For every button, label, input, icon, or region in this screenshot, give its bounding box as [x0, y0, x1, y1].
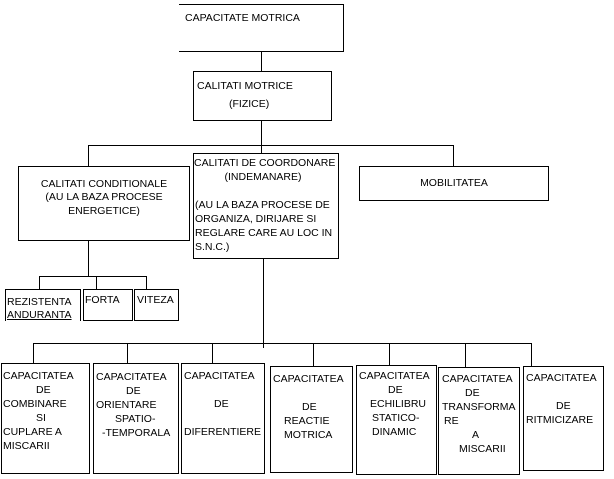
coordination-line1: CALITATI DE COORDONARE	[194, 157, 336, 169]
coordination-line5: REGLARE CARE AU LOC IN	[195, 227, 333, 239]
connector-to-child-7	[531, 343, 532, 366]
connector-root-level1	[261, 51, 262, 71]
echilibru-line4: STATICO-	[372, 412, 420, 424]
echilibru-line1: CAPACITATEA	[359, 370, 430, 382]
transformare-line2: DE	[465, 387, 480, 399]
orientare-line5: -TEMPORALA	[102, 427, 171, 439]
ritmicizare-line2: DE	[556, 400, 571, 412]
reactie-line4: MOTRICA	[284, 429, 333, 441]
capacitate-ritmicizare-box: CAPACITATEA DE RITMICIZARE	[523, 366, 604, 471]
orientare-line3: ORIENTARE	[96, 399, 157, 411]
connector-to-child-3	[212, 343, 213, 363]
reactie-line1: CAPACITATEA	[273, 373, 344, 385]
transformare-line1: CAPACITATEA	[442, 373, 513, 385]
capacitate-diferentiere-box: CAPACITATEA DE DIFERENTIERE	[181, 363, 265, 474]
reactie-line3: REACTIE	[284, 415, 330, 427]
orientare-line2: DE	[126, 385, 141, 397]
connector-to-child-1	[33, 343, 34, 363]
rezistenta-line2: ANDURANTA	[7, 309, 72, 321]
transformare-line3: TRANSFORMA	[442, 401, 516, 413]
coordination-line4: ORGANIZA, DIRIJARE SI	[195, 213, 317, 225]
connector-conditional-bar	[39, 276, 147, 277]
combinare-line2: DE	[36, 384, 51, 396]
root-box: CAPACITATE MOTRICA	[179, 4, 344, 52]
calitati-coordonare-box: CALITATI DE COORDONARE (INDEMANARE) (AU …	[193, 153, 339, 259]
connector-to-child-5	[389, 343, 390, 365]
connector-to-mobility	[453, 145, 454, 166]
connector-to-coordination	[261, 145, 262, 153]
calitati-conditionale-box: CALITATI CONDITIONALE (AU LA BAZA PROCES…	[18, 166, 190, 241]
ritmicizare-line1: CAPACITATEA	[526, 372, 597, 384]
capacitate-transformare-box: CAPACITATEA DE TRANSFORMA RE A MISCARII	[438, 367, 520, 475]
mobilitatea-box: MOBILITATEA	[359, 166, 549, 201]
coordination-line3: (AU LA BAZA PROCESE DE	[195, 199, 330, 211]
calitati-motrice-line1: CALITATI MOTRICE	[197, 80, 293, 92]
combinare-line1: CAPACITATEA	[3, 370, 74, 382]
transformare-line4: RE	[444, 415, 459, 427]
combinare-line6: MISCARII	[3, 440, 50, 452]
echilibru-line2: DE	[388, 384, 403, 396]
rezistenta-line1: REZISTENTA	[7, 296, 72, 308]
orientare-line4: SPATIO-	[115, 413, 156, 425]
coordination-line2: (INDEMANARE)	[224, 171, 302, 183]
connector-to-forta	[96, 276, 97, 289]
calitati-motrice-box: CALITATI MOTRICE (FIZICE)	[193, 71, 332, 121]
connector-level2-bar	[88, 145, 454, 146]
capacitate-combinare-box: CAPACITATEA DE COMBINARE SI CUPLARE A MI…	[1, 363, 90, 474]
connector-to-rezistenta	[39, 276, 40, 289]
transformare-line5: A	[472, 429, 480, 441]
viteza-box: VITEZA	[134, 289, 179, 321]
combinare-line4: SI	[36, 412, 46, 424]
transformare-line6: MISCARII	[459, 443, 506, 455]
capacitate-echilibru-box: CAPACITATEA DE ECHILIBRU STATICO- DINAMI…	[356, 365, 437, 475]
combinare-line5: CUPLARE A	[3, 426, 62, 438]
root-title: CAPACITATE MOTRICA	[185, 12, 300, 24]
connector-level1-down	[261, 120, 262, 145]
diferentiere-line3: DIFERENTIERE	[184, 426, 262, 438]
echilibru-line5: DINAMIC	[372, 426, 417, 438]
capacitate-reactie-box: CAPACITATEA DE REACTIE MOTRICA	[270, 366, 353, 473]
rezistenta-box: REZISTENTA ANDURANTA	[5, 289, 81, 321]
diferentiere-line1: CAPACITATEA	[184, 370, 255, 382]
echilibru-line3: ECHILIBRU	[370, 398, 427, 410]
conditional-line2: (AU LA BAZA PROCESE	[45, 191, 163, 203]
diferentiere-line2: DE	[214, 398, 229, 410]
connector-conditional-down	[88, 240, 89, 276]
coordination-line6: S.N.C.)	[195, 241, 230, 253]
mobilitatea-label: MOBILITATEA	[420, 177, 488, 189]
connector-to-viteza	[146, 276, 147, 289]
connector-coordination-bar	[33, 343, 532, 344]
conditional-line1: CALITATI CONDITIONALE	[40, 178, 168, 190]
reactie-line2: DE	[302, 401, 317, 413]
forta-label: FORTA	[85, 294, 120, 306]
capacitate-orientare-box: CAPACITATEA DE ORIENTARE SPATIO- -TEMPOR…	[93, 363, 179, 474]
ritmicizare-line3: RITMICIZARE	[526, 414, 594, 426]
connector-to-conditional	[88, 145, 89, 166]
combinare-line3: COMBINARE	[3, 398, 67, 410]
orientare-line1: CAPACITATEA	[96, 371, 167, 383]
connector-to-child-6	[465, 343, 466, 367]
connector-coordination-down	[263, 258, 264, 348]
connector-to-child-4	[313, 343, 314, 366]
forta-box: FORTA	[83, 289, 133, 321]
viteza-label: VITEZA	[137, 294, 174, 306]
calitati-motrice-line2: (FIZICE)	[229, 98, 270, 110]
conditional-line3: ENERGETICE)	[68, 205, 140, 217]
connector-to-child-2	[127, 343, 128, 363]
